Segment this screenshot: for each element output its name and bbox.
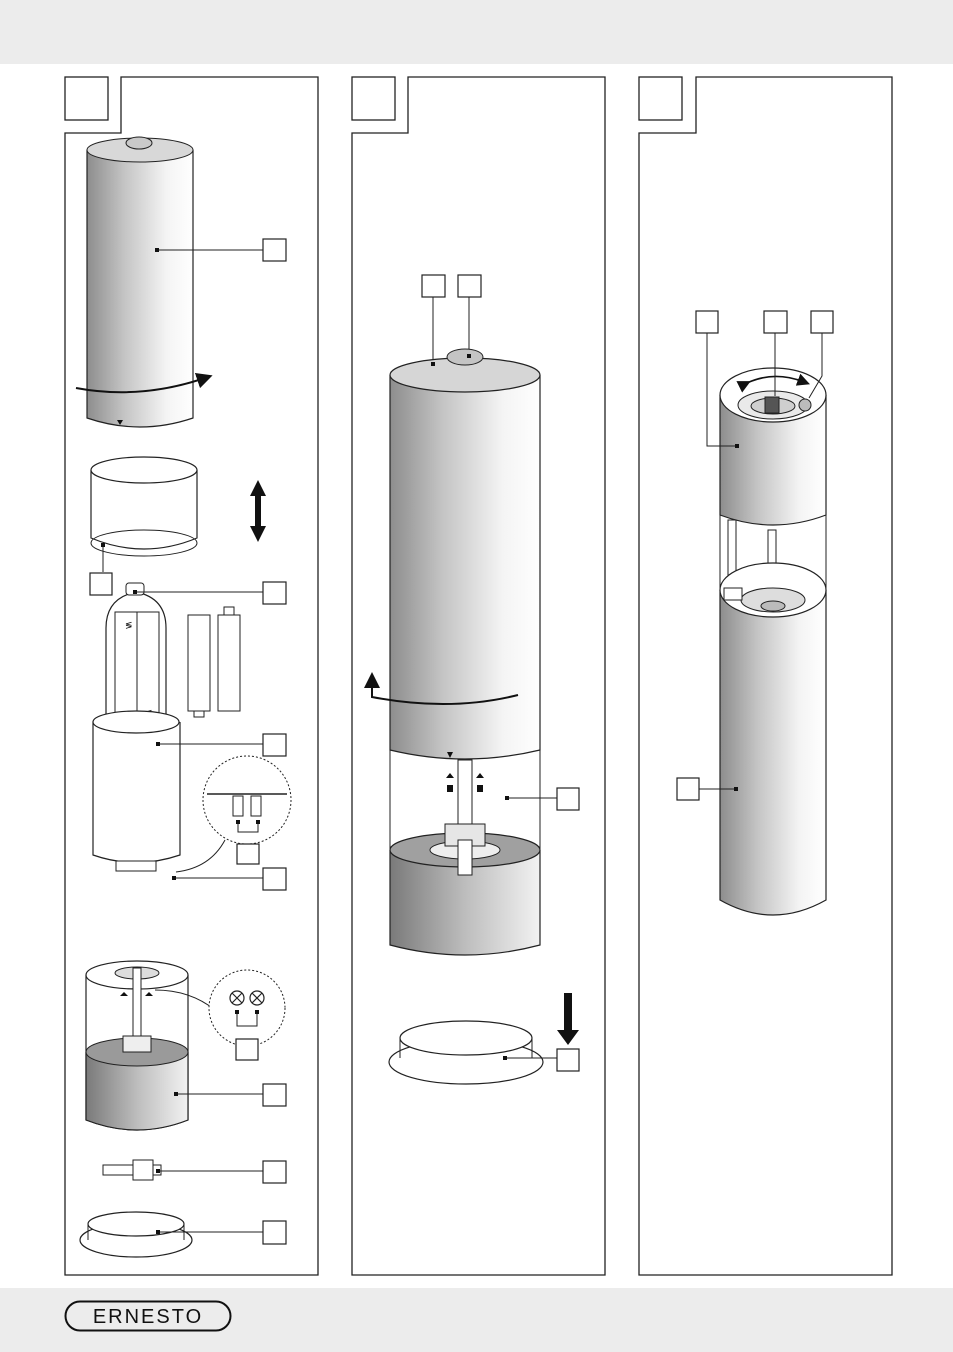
callout-box-6 [262,867,287,891]
panel-2-illustration [364,274,580,1085]
main-housing [364,348,541,760]
callout-box-2 [89,572,113,596]
lower-grinder [719,562,827,916]
footer-band [0,1288,953,1352]
callout-box-18 [676,777,700,801]
grinder-body [85,960,189,1131]
base-cap [79,1211,193,1258]
transparent-sleeve [90,456,198,557]
svg-text:≶: ≶ [125,620,133,630]
callout-box-8 [262,1083,287,1107]
grinder-stone [102,1159,162,1181]
callout-box-7 [235,1038,259,1061]
callout-box-1 [262,238,287,262]
up-down-arrow [250,480,266,542]
callout-box-17 [810,310,834,334]
callout-box-16 [763,310,788,334]
switch-detail [175,755,292,873]
ernesto-logo: ERNESTO [64,1300,232,1332]
callout-box-13 [556,787,580,811]
callout-box-15 [695,310,719,334]
lock-detail [154,969,286,1061]
upper-housing [75,136,213,428]
upper-grinder [719,367,827,526]
panel-2-base-cap [388,1020,544,1085]
callout-box-12 [457,274,482,298]
panel-1-illustration: ≶ ≶ [75,136,292,1258]
motor-housing [92,710,181,872]
lower-housing [389,823,541,956]
down-arrow [557,993,579,1045]
logo-text: ERNESTO [93,1306,203,1328]
callout-box-14 [556,1048,580,1072]
callout-box-5 [236,843,260,865]
callout-box-10 [262,1220,287,1245]
panel-3-illustration [676,310,834,916]
batteries [187,606,241,718]
callout-box-4 [262,733,287,757]
callout-box-11 [421,274,446,298]
header-band [0,0,953,64]
callout-box-3 [262,581,287,605]
callout-box-9 [262,1160,287,1184]
battery-holder: ≶ ≶ [105,582,167,725]
